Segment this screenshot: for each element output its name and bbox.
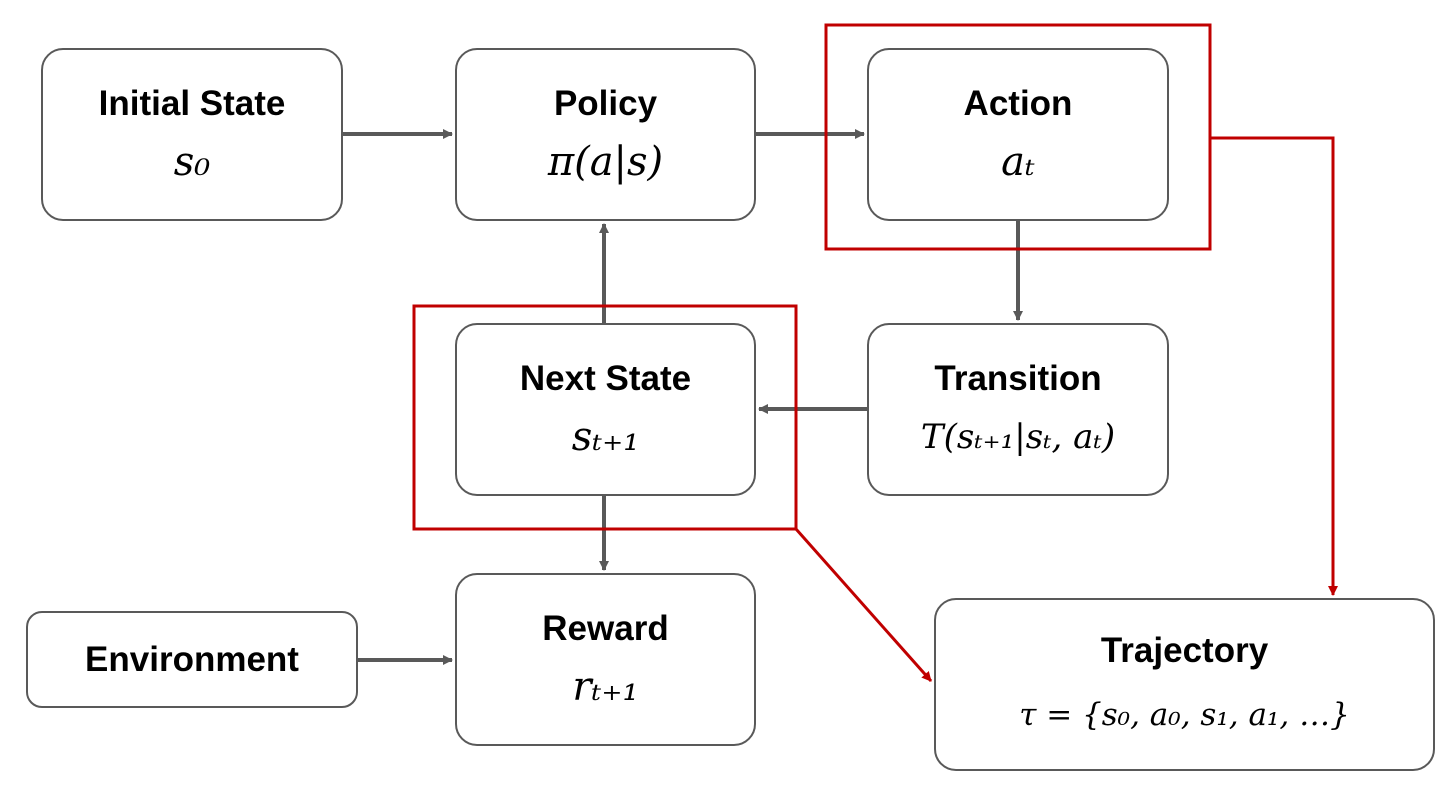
environment-title: Environment [85,639,299,679]
policy-title: Policy [553,83,658,123]
policy-math: π(a|s) [547,138,664,185]
next-state-node: Next State sₜ₊₁ [455,323,756,496]
edge-next-state-to-trajectory [794,528,933,682]
edge-action-to-trajectory [1210,136,1338,596]
reward-node: Reward rₜ₊₁ [455,573,756,746]
action-math: aₜ [1001,138,1035,185]
initial-state-node: Initial State s₀ [41,48,343,221]
next-state-math: sₜ₊₁ [571,413,640,460]
trajectory-title: Trajectory [1100,630,1269,670]
highlight-box-next-state [412,304,798,531]
action-title: Action [963,83,1073,123]
trajectory-math: τ = {s₀, a₀, s₁, a₁, …} [1019,696,1350,733]
transition-title: Transition [934,358,1102,398]
initial-state-math: s₀ [173,138,211,185]
trajectory-node: Trajectory τ = {s₀, a₀, s₁, a₁, …} [934,598,1435,771]
transition-math: T(sₜ₊₁|sₜ, aₜ) [920,416,1116,457]
transition-node: Transition T(sₜ₊₁|sₜ, aₜ) [867,323,1169,496]
next-state-title: Next State [519,358,692,398]
environment-node: Environment [26,611,358,708]
action-node: Action aₜ [867,48,1169,221]
initial-state-title: Initial State [98,83,286,123]
reward-math: rₜ₊₁ [572,663,639,710]
policy-node: Policy π(a|s) [455,48,756,221]
reward-title: Reward [542,608,669,648]
